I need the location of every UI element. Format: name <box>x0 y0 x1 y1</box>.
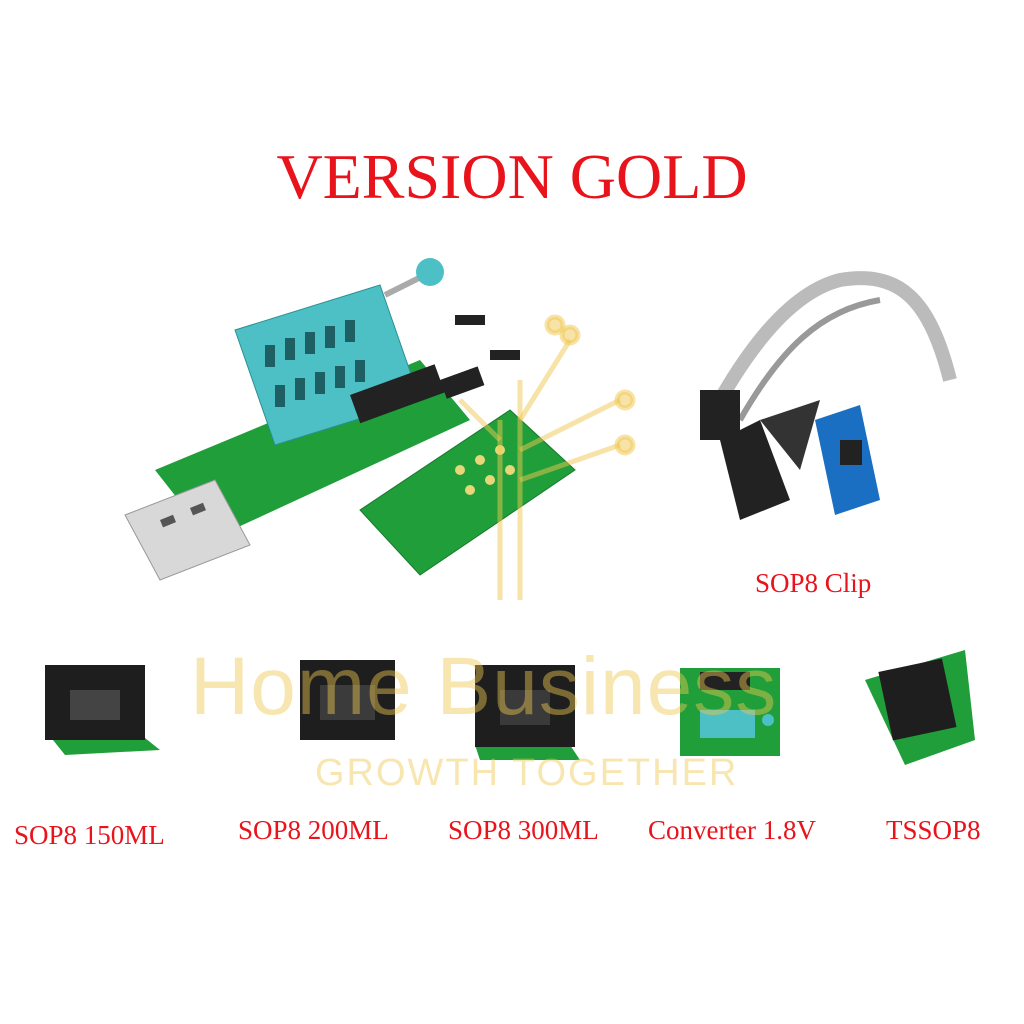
sop8-clip <box>700 271 957 520</box>
label-sop8-clip: SOP8 Clip <box>755 568 872 598</box>
page-title: VERSION GOLD <box>276 141 748 212</box>
watermark-tagline: GROWTH TOGETHER <box>315 752 739 794</box>
label-sop8-150: SOP8 150ML <box>14 820 165 850</box>
label-sop8-200: SOP8 200ML <box>238 815 389 845</box>
sop8-200-socket <box>300 660 395 740</box>
watermark-logo <box>458 314 636 600</box>
watermark-text: Home Business <box>190 641 778 732</box>
label-sop8-300: SOP8 300ML <box>448 815 599 845</box>
sop8-300-socket <box>475 665 580 760</box>
label-converter: Converter 1.8V <box>648 815 816 845</box>
sop8-150-socket <box>45 665 160 755</box>
label-tssop8: TSSOP8 <box>886 815 981 845</box>
ch341a-programmer <box>124 258 485 581</box>
converter-board <box>680 668 780 756</box>
tssop8-socket <box>865 650 975 765</box>
